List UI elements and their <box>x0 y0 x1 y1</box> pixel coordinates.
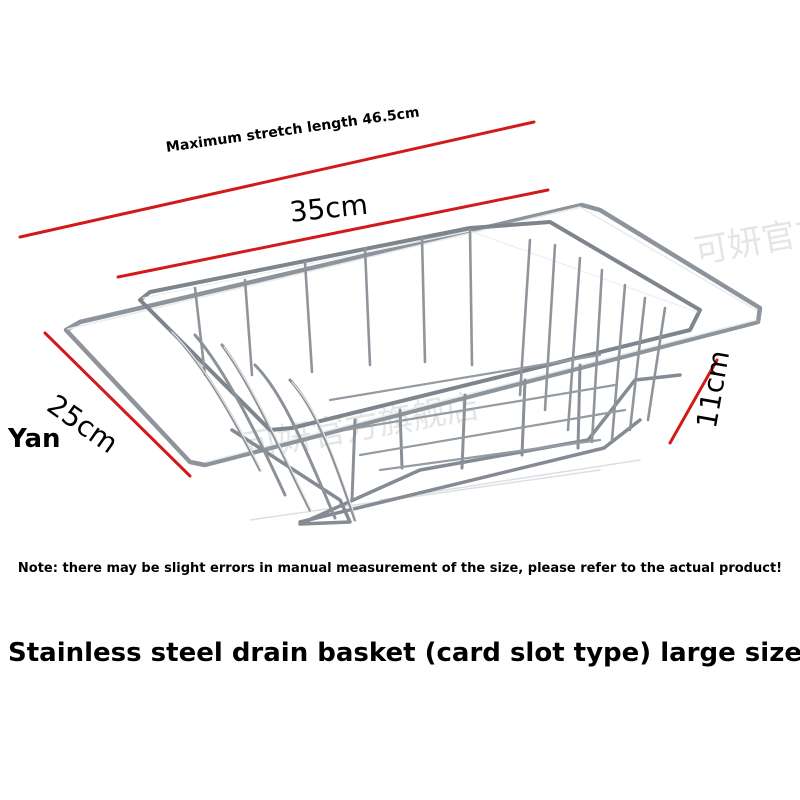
height-line <box>668 358 719 445</box>
product-title: Stainless steel drain basket (card slot … <box>8 638 800 668</box>
measurement-note: Note: there may be slight errors in manu… <box>17 561 783 576</box>
wire-basket <box>63 202 763 526</box>
dimension-lines <box>18 120 719 478</box>
brand-label: Yan <box>8 424 61 454</box>
max-stretch-line <box>18 120 536 239</box>
width-line <box>43 331 192 478</box>
length-line <box>116 188 550 279</box>
